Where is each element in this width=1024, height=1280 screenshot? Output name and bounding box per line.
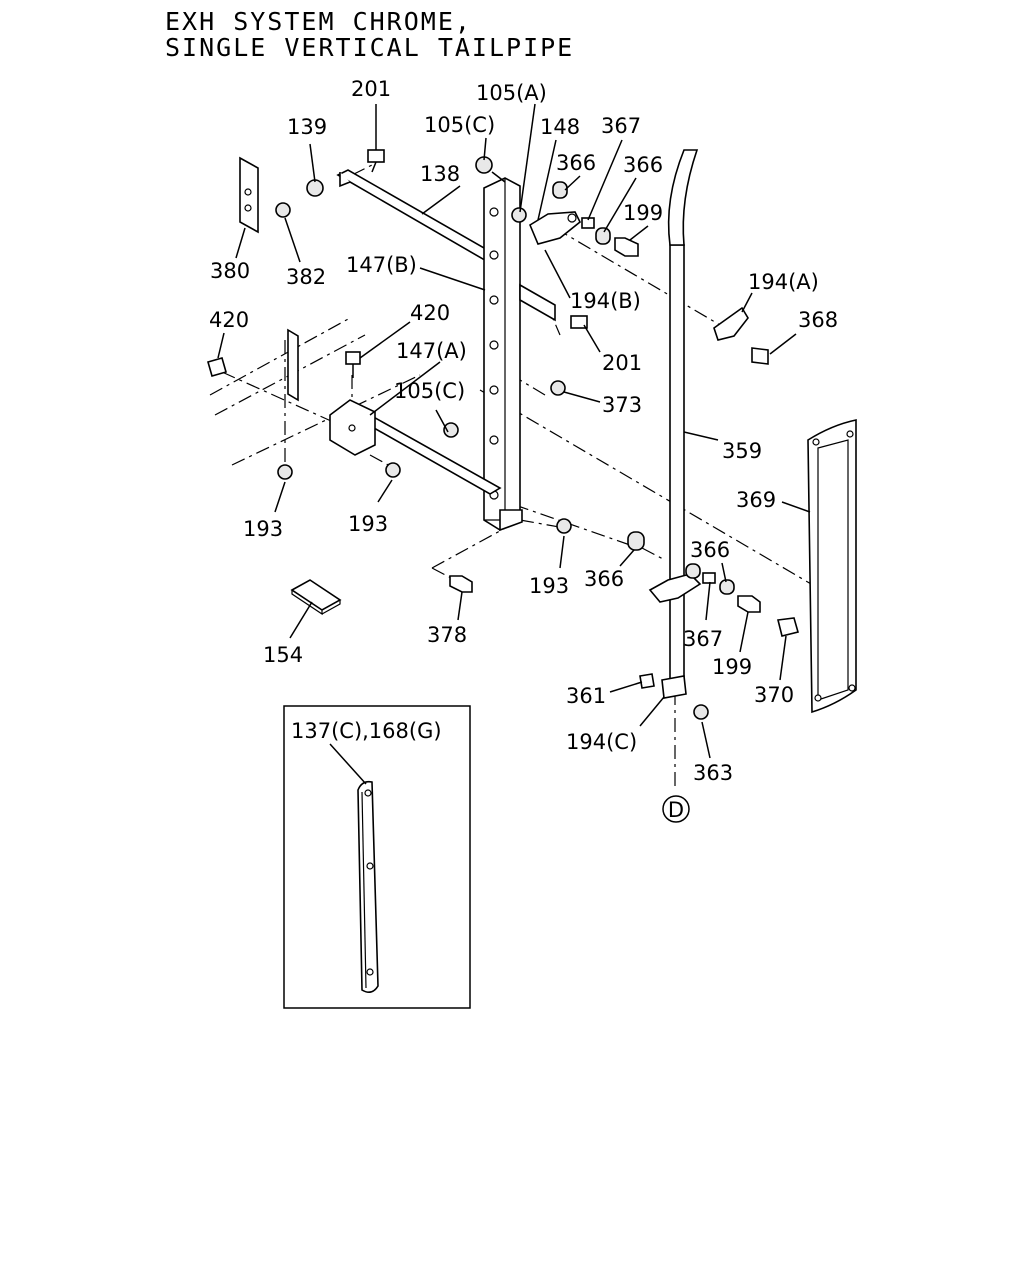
callout-201-top: 201: [351, 77, 391, 101]
callout-105c-mid: 105(C): [394, 379, 465, 403]
connector-d-circle: [662, 795, 690, 823]
callout-382: 382: [286, 265, 326, 289]
callout-420-center: 420: [410, 301, 450, 325]
callout-193-right: 193: [529, 574, 569, 598]
callout-138: 138: [420, 162, 460, 186]
callout-366-a: 366: [556, 151, 596, 175]
callout-105c-top: 105(C): [424, 113, 495, 137]
callout-366-d: 366: [584, 567, 624, 591]
callout-labels: 201 139 105(C) 105(A) 148 367 366 366 13…: [209, 77, 838, 785]
callout-373: 373: [602, 393, 642, 417]
callout-369: 369: [736, 488, 776, 512]
callout-147a: 147(A): [396, 339, 467, 363]
strap-137c: [357, 780, 379, 994]
heat-shield-369: [807, 419, 857, 714]
callout-361: 361: [566, 684, 606, 708]
callout-147b: 147(B): [346, 253, 417, 277]
callout-193-left: 193: [243, 517, 283, 541]
diagram-title-line2: SINGLE VERTICAL TAILPIPE: [165, 33, 574, 62]
leader-lines: [217, 103, 811, 759]
callout-199-top: 199: [623, 201, 663, 225]
callout-148: 148: [540, 115, 580, 139]
callout-194a: 194(A): [748, 270, 819, 294]
callout-105a: 105(A): [476, 81, 547, 105]
inset-box: [283, 705, 471, 1009]
callout-380: 380: [210, 259, 250, 283]
callout-193-center: 193: [348, 512, 388, 536]
clamp-148: [528, 211, 582, 245]
callout-199-lower: 199: [712, 655, 752, 679]
callout-201-mid: 201: [602, 351, 642, 375]
callout-137c-168g: 137(C),168(G): [291, 719, 442, 743]
assembly-dash-lines: [209, 164, 836, 790]
tailpipe-359: [669, 244, 685, 691]
clamp-194a: [713, 306, 749, 341]
callout-194b: 194(B): [570, 289, 641, 313]
callout-378: 378: [427, 623, 467, 647]
parts: D: [207, 149, 857, 823]
callout-363: 363: [693, 761, 733, 785]
pad-154: [290, 579, 342, 611]
channel-147b: [483, 177, 521, 531]
callout-194c: 194(C): [566, 730, 637, 754]
clamp-194c: [661, 675, 687, 699]
callout-368: 368: [798, 308, 838, 332]
callout-366-c: 366: [690, 538, 730, 562]
diagram-title-line1: EXH SYSTEM CHROME,: [165, 7, 472, 36]
callout-139: 139: [287, 115, 327, 139]
callout-359: 359: [722, 439, 762, 463]
callout-420-left: 420: [209, 308, 249, 332]
rod-147a: [358, 414, 502, 495]
connector-d-label: D: [668, 798, 684, 822]
callout-370: 370: [754, 683, 794, 707]
callout-367-lower: 367: [683, 627, 723, 651]
callout-367-top: 367: [601, 114, 641, 138]
callout-366-b: 366: [623, 153, 663, 177]
callout-154: 154: [263, 643, 303, 667]
